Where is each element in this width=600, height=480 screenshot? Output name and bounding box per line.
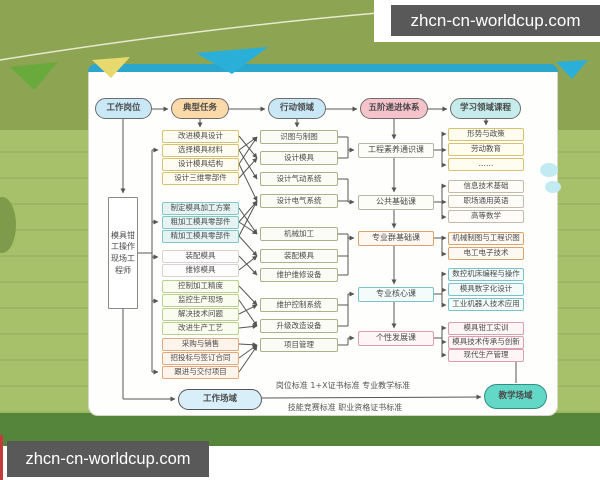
connector-line — [238, 235, 258, 257]
action-domain-item: 设计气动系统 — [260, 172, 338, 186]
task-item: 解决技术问题 — [162, 308, 239, 321]
connector-line — [238, 221, 258, 235]
course-item: 高等数学 — [448, 210, 524, 223]
action-domain-item: 机械加工 — [260, 227, 338, 241]
stage-item: 专业核心课 — [358, 287, 434, 302]
standards-line-2: 技能竞赛标准 职业资格证书标准 — [287, 403, 403, 412]
connector-line — [238, 255, 258, 271]
course-item: 形势与政策 — [448, 128, 524, 141]
task-item: 制定模具加工方案 — [162, 202, 239, 215]
task-item: 粗加工模具零部件 — [162, 216, 239, 229]
task-item: 装配模具 — [162, 250, 239, 263]
header-learning-field-courses: 学习领域课程 — [450, 98, 521, 119]
course-item: 模具技术传承与创新 — [448, 336, 524, 349]
action-domain-item: 装配模具 — [260, 249, 338, 263]
action-domain-item: 设计模具 — [260, 151, 338, 165]
course-item: 电工电子技术 — [448, 247, 524, 260]
course-item: 信息技术基础 — [448, 180, 524, 193]
standards-line-1: 岗位标准 1+X证书标准 专业教学标准 — [275, 381, 411, 390]
work-field-badge: 工作场域 — [178, 389, 262, 410]
bunting-flag-green-icon — [10, 62, 58, 90]
course-item: 机械制图与工程识图 — [448, 232, 524, 245]
course-item: 模具数字化设计 — [448, 283, 524, 296]
course-item: 职场通用英语 — [448, 195, 524, 208]
connector-line — [238, 285, 258, 306]
stage-item: 公共基础课 — [358, 195, 434, 210]
action-domain-item: 设计电气系统 — [260, 194, 338, 208]
task-item: 设计模具结构 — [162, 158, 239, 171]
connector-line — [238, 157, 258, 179]
stage-item: 专业群基础课 — [358, 231, 434, 246]
bunting-flag-blue-icon — [196, 47, 268, 74]
stage-item: 个性发展课 — [358, 331, 434, 346]
stage-item: 工程素养通识课 — [358, 143, 434, 158]
cloud-icon — [540, 163, 558, 177]
task-item: 跟进与交付项目 — [162, 366, 239, 379]
task-item: 设计三维零部件 — [162, 172, 239, 185]
connector-line — [238, 304, 258, 315]
cloud-icon — [545, 181, 561, 193]
task-item: 精加工模具零部件 — [162, 230, 239, 243]
task-item: 改进生产工艺 — [162, 322, 239, 335]
header-job-position: 工作岗位 — [95, 98, 152, 119]
teaching-field-badge: 教学场域 — [484, 384, 547, 409]
header-typical-tasks: 典型任务 — [171, 98, 229, 119]
watermark-bottom: zhcn-cn-worldcup.com — [7, 441, 209, 477]
connector-line — [238, 299, 258, 327]
connector-line — [238, 136, 258, 165]
action-domain-item: 维护维修设备 — [260, 268, 338, 282]
job-role-box: 模具钳工操作现场工程师 — [108, 197, 138, 309]
connector-line — [261, 394, 482, 400]
task-item: 监控生产现场 — [162, 294, 239, 307]
action-domain-item: 项目管理 — [260, 338, 338, 352]
course-item: 劳动教育 — [448, 143, 524, 156]
connector-line — [238, 344, 258, 359]
action-domain-item: 升级改造设备 — [260, 319, 338, 333]
action-domain-item: 识图与制图 — [260, 130, 338, 144]
task-item: 改进模具设计 — [162, 130, 239, 143]
task-item: 招投标与签订合同 — [162, 352, 239, 365]
task-item: 选择模具材料 — [162, 144, 239, 157]
task-item: 控制加工精度 — [162, 280, 239, 293]
watermark-top: zhcn-cn-worldcup.com — [391, 5, 600, 36]
bush-icon — [0, 197, 16, 253]
header-five-stage-system: 五阶递进体系 — [360, 98, 428, 119]
task-item: 采购与销售 — [162, 338, 239, 351]
course-item: …… — [448, 158, 524, 171]
connector-line — [238, 149, 258, 180]
course-item: 现代生产管理 — [448, 349, 524, 362]
course-item: 模具钳工实训 — [448, 322, 524, 335]
bunting-flag-yellow-icon — [92, 57, 130, 78]
connector-line — [238, 345, 258, 373]
connector-line — [238, 200, 258, 237]
red-edge-line — [0, 435, 3, 480]
bunting-flag-blue-right-icon — [556, 60, 588, 79]
bunting-string — [0, 11, 391, 61]
task-item: 维修模具 — [162, 264, 239, 277]
course-item: 工业机器人技术应用 — [448, 298, 524, 311]
header-action-domain: 行动领域 — [268, 98, 326, 119]
connector-line — [238, 324, 258, 329]
connector-line — [238, 342, 258, 348]
connector-line — [238, 135, 258, 159]
card-top-bar — [88, 64, 558, 72]
action-domain-item: 维护控制系统 — [260, 298, 338, 312]
background-bottom-band — [0, 413, 600, 446]
connector-line — [238, 163, 258, 202]
connector-line — [238, 255, 258, 276]
course-item: 数控机床编程与操作 — [448, 268, 524, 281]
